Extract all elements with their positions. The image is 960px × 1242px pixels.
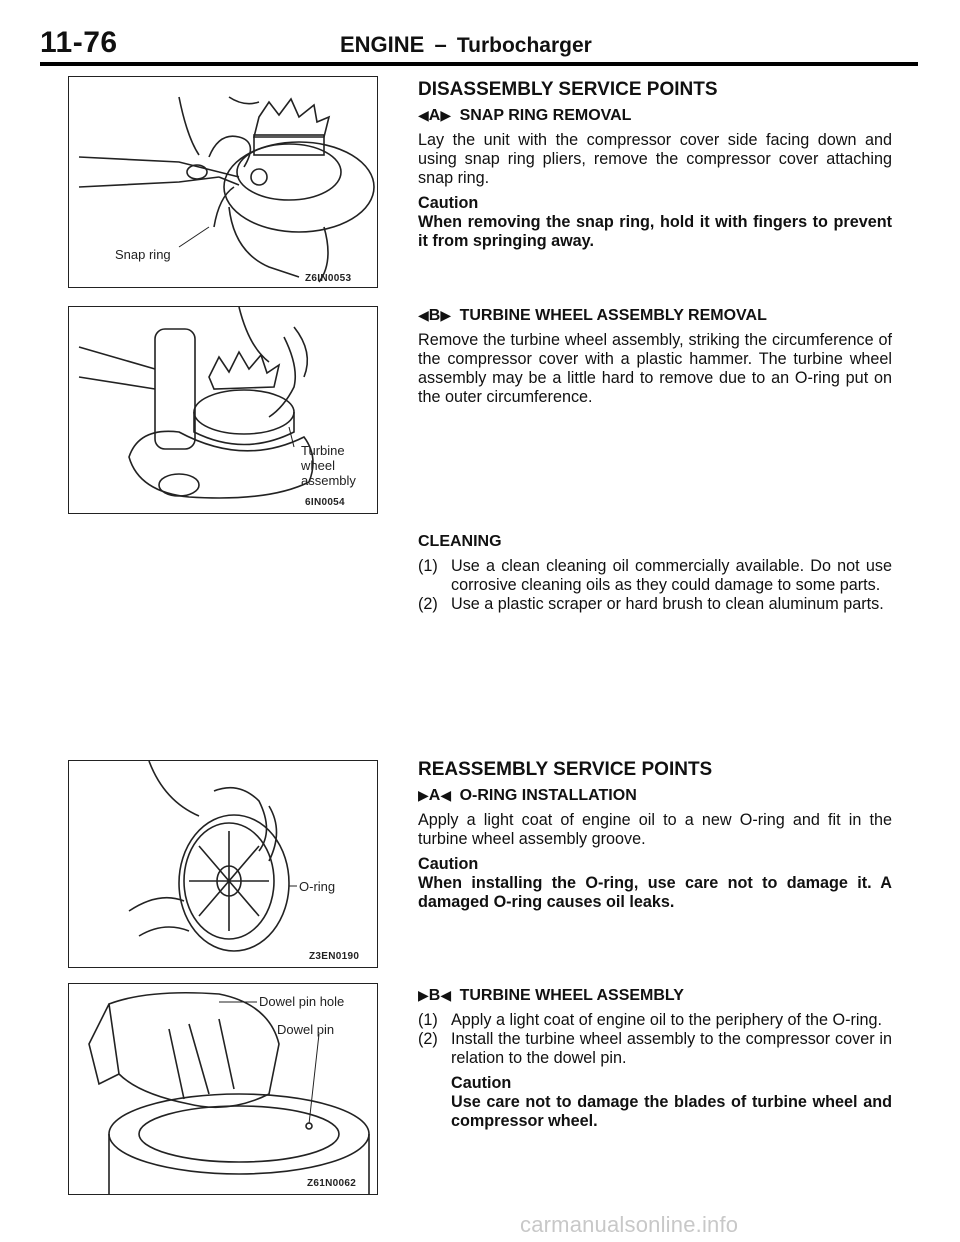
caution-text: Use care not to damage the blades of tur… bbox=[451, 1093, 892, 1130]
triangle-left-icon: ◀ bbox=[418, 307, 429, 323]
turbine-removal-section: ◀B▶ TURBINE WHEEL ASSEMBLY REMOVAL Remov… bbox=[418, 306, 892, 407]
list-item: (1) Apply a light coat of engine oil to … bbox=[418, 1011, 892, 1030]
caution-text: When removing the snap ring, hold it wit… bbox=[418, 213, 892, 250]
list-text: Apply a light coat of engine oil to the … bbox=[451, 1011, 883, 1029]
page-header: ENGINE – Turbocharger bbox=[340, 32, 592, 58]
step-heading: ▶A◀ O-RING INSTALLATION bbox=[418, 786, 892, 805]
list-text: Use a clean cleaning oil commercially av… bbox=[451, 557, 892, 594]
triangle-right-icon: ▶ bbox=[440, 107, 452, 123]
step-title: TURBINE WHEEL ASSEMBLY REMOVAL bbox=[459, 307, 767, 324]
callout-snap-ring: Snap ring bbox=[115, 247, 171, 262]
o-ring-illustration bbox=[128, 761, 297, 952]
step-body: Remove the turbine wheel assembly, strik… bbox=[418, 331, 892, 406]
page-number: 11-76 bbox=[40, 26, 118, 59]
callout-line-1: Turbine bbox=[301, 443, 345, 458]
turbine-assembly-section: ▶B◀ TURBINE WHEEL ASSEMBLY (1) Apply a l… bbox=[418, 986, 892, 1131]
list-item: (1) Use a clean cleaning oil commerciall… bbox=[418, 557, 892, 595]
list-number: (2) bbox=[418, 595, 438, 613]
triangle-right-icon: ▶ bbox=[418, 987, 429, 1003]
figure-code: Z61N0062 bbox=[307, 1178, 357, 1189]
list-number: (2) bbox=[418, 1030, 438, 1048]
step-title: O-RING INSTALLATION bbox=[459, 787, 637, 804]
snap-ring-illustration bbox=[78, 96, 375, 283]
header-dash: – bbox=[434, 32, 447, 57]
step-body: Apply a light coat of engine oil to a ne… bbox=[418, 811, 892, 848]
callout-dowel-pin: Dowel pin bbox=[277, 1022, 335, 1037]
turbine-removal-illustration bbox=[78, 307, 314, 499]
cleaning-section: CLEANING (1) Use a clean cleaning oil co… bbox=[418, 532, 892, 614]
step-heading: ◀A▶ SNAP RING REMOVAL bbox=[418, 106, 892, 125]
triangle-left-icon: ◀ bbox=[440, 787, 452, 803]
list-number: (1) bbox=[418, 557, 438, 575]
dowel-pin-illustration bbox=[88, 991, 370, 1194]
figure-o-ring: O-ring Z3EN0190 bbox=[68, 760, 378, 968]
section-title: ENGINE bbox=[340, 32, 425, 57]
triangle-right-icon: ▶ bbox=[440, 307, 452, 323]
step-letter: B bbox=[428, 987, 441, 1004]
figure-snap-ring: Snap ring Z6IN0053 bbox=[68, 76, 378, 288]
disassembly-section: DISASSEMBLY SERVICE POINTS ◀A▶ SNAP RING… bbox=[418, 80, 892, 251]
figure-dowel-pin: Dowel pin hole Dowel pin Z61N0062 bbox=[68, 983, 378, 1195]
callout-line-2: wheel bbox=[301, 458, 335, 473]
triangle-right-icon: ▶ bbox=[418, 787, 429, 803]
header-rule bbox=[40, 62, 918, 66]
step-letter: A bbox=[428, 787, 441, 804]
triangle-left-icon: ◀ bbox=[440, 987, 452, 1003]
reassembly-section: REASSEMBLY SERVICE POINTS ▶A◀ O-RING INS… bbox=[418, 760, 892, 912]
step-title: TURBINE WHEEL ASSEMBLY bbox=[459, 987, 684, 1004]
watermark: carmanualsonline.info bbox=[520, 1212, 739, 1237]
step-letter: A bbox=[428, 107, 441, 124]
callout-line-3: assembly bbox=[301, 473, 356, 488]
step-heading: ◀B▶ TURBINE WHEEL ASSEMBLY REMOVAL bbox=[418, 306, 892, 325]
callout-dowel-pin-hole: Dowel pin hole bbox=[259, 994, 345, 1009]
list-text: Install the turbine wheel assembly to th… bbox=[451, 1030, 892, 1067]
step-letter: B bbox=[428, 307, 441, 324]
caution-label: Caution bbox=[451, 1074, 512, 1092]
step-title: SNAP RING REMOVAL bbox=[459, 107, 632, 124]
step-body: Lay the unit with the compressor cover s… bbox=[418, 131, 892, 187]
callout-o-ring: O-ring bbox=[299, 879, 336, 894]
list-item: (2) Use a plastic scraper or hard brush … bbox=[418, 595, 892, 614]
section-heading: REASSEMBLY SERVICE POINTS bbox=[418, 759, 713, 780]
callout-turbine-wheel-assembly: Turbine wheel assembly bbox=[301, 443, 356, 488]
figure-turbine-removal: Turbine wheel assembly 6IN0054 bbox=[68, 306, 378, 514]
list-number: (1) bbox=[418, 1011, 438, 1029]
figure-code: Z6IN0053 bbox=[305, 273, 352, 284]
subsection-title: Turbocharger bbox=[456, 34, 592, 57]
section-heading: DISASSEMBLY SERVICE POINTS bbox=[418, 79, 718, 100]
caution-text: When installing the O-ring, use care not… bbox=[418, 874, 892, 911]
list-item: (2) Install the turbine wheel assembly t… bbox=[418, 1030, 892, 1068]
list-text: Use a plastic scraper or hard brush to c… bbox=[451, 595, 884, 613]
figure-code: 6IN0054 bbox=[305, 497, 345, 508]
triangle-left-icon: ◀ bbox=[418, 107, 429, 123]
figure-code: Z3EN0190 bbox=[309, 951, 360, 962]
section-heading: CLEANING bbox=[418, 533, 502, 550]
caution-label: Caution bbox=[418, 855, 479, 873]
caution-label: Caution bbox=[418, 194, 479, 212]
step-heading: ▶B◀ TURBINE WHEEL ASSEMBLY bbox=[418, 986, 892, 1005]
